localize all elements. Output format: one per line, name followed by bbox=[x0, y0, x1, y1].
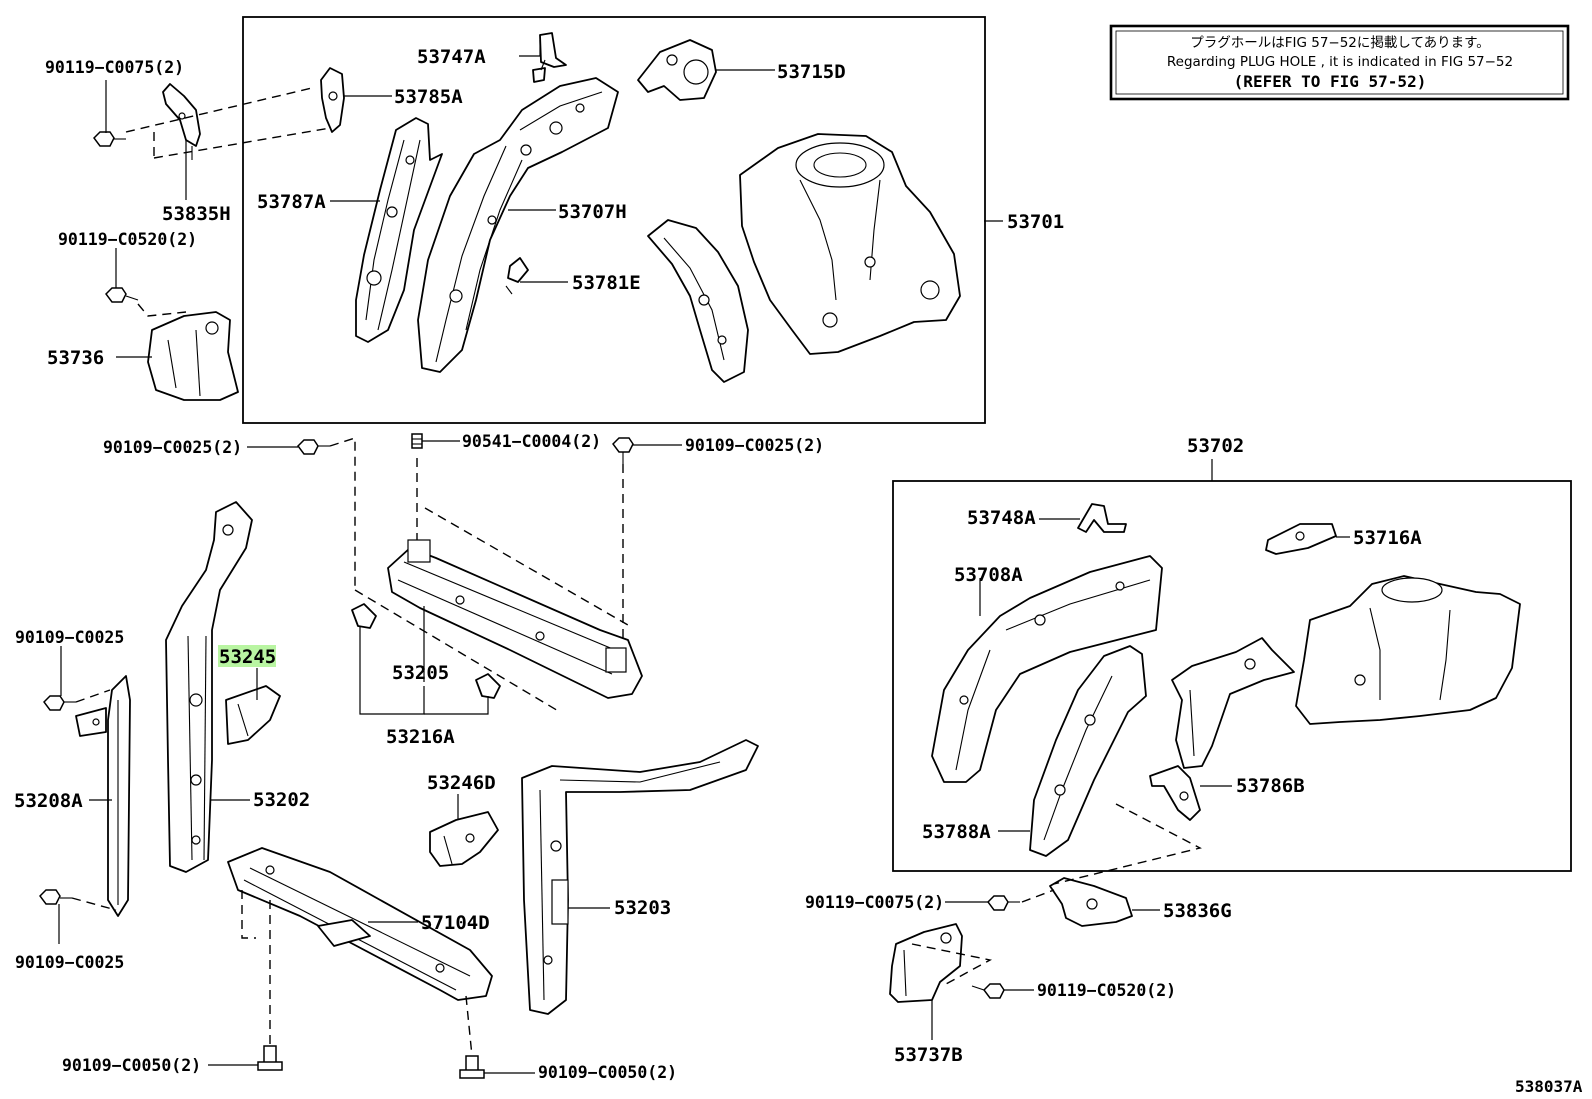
label-53785A[interactable]: 53785A bbox=[394, 86, 463, 108]
label-53246D[interactable]: 53246D bbox=[427, 772, 496, 794]
bolt-90119-C0520-bottom-drawing bbox=[971, 983, 1005, 999]
label-57104D[interactable]: 57104D bbox=[421, 912, 490, 934]
label-53203[interactable]: 53203 bbox=[614, 897, 671, 919]
part-57104D-drawing bbox=[227, 847, 493, 1001]
bolt-90119-C0075-bottom-drawing bbox=[987, 895, 1020, 911]
label-90541-C0004-2[interactable]: 90541−C0004(2) bbox=[462, 432, 601, 451]
part-53748A-drawing bbox=[1077, 503, 1127, 533]
highlight-53245 bbox=[218, 645, 276, 667]
label-90109-C0025-2-left[interactable]: 90109−C0025(2) bbox=[103, 438, 242, 457]
part-53246D-drawing bbox=[429, 811, 499, 867]
assembly-box-53701 bbox=[242, 16, 986, 424]
part-53205-drawing bbox=[387, 539, 643, 699]
wheel-house-drawing bbox=[739, 133, 961, 355]
label-53836G[interactable]: 53836G bbox=[1163, 900, 1232, 922]
part-53208A-drawing bbox=[75, 675, 131, 917]
label-53736[interactable]: 53736 bbox=[47, 347, 104, 369]
label-53707H[interactable]: 53707H bbox=[558, 201, 627, 223]
label-53202[interactable]: 53202 bbox=[253, 789, 310, 811]
leader-lines bbox=[58, 40, 1350, 1074]
label-53702[interactable]: 53702 bbox=[1187, 435, 1244, 457]
label-90119-C0520-2-top[interactable]: 90119−C0520(2) bbox=[58, 230, 197, 249]
part-53708A-drawing bbox=[931, 555, 1163, 783]
label-90119-C0520-2-bottom[interactable]: 90119−C0520(2) bbox=[1037, 981, 1176, 1000]
part-53747A-drawing bbox=[532, 32, 567, 83]
label-53216A[interactable]: 53216A bbox=[386, 726, 455, 748]
bolt-90119-C0075-top-drawing bbox=[93, 131, 126, 147]
note-line-3: (REFER TO FIG 57-52) bbox=[1234, 72, 1427, 91]
label-53205[interactable]: 53205 bbox=[392, 662, 449, 684]
bolt-90109-C0050-right-drawing bbox=[459, 1055, 485, 1079]
part-53716A-drawing bbox=[1265, 523, 1337, 555]
part-53203-drawing bbox=[521, 739, 759, 1015]
label-53737B[interactable]: 53737B bbox=[894, 1044, 963, 1066]
dashed-assembly-lines bbox=[71, 87, 1202, 1057]
part-53202-drawing bbox=[165, 501, 253, 873]
assembly-box-53702 bbox=[892, 480, 1572, 872]
part-53785A-drawing bbox=[320, 67, 345, 133]
part-53788A-drawing bbox=[1029, 645, 1147, 857]
part-53216A-right-drawing bbox=[475, 673, 501, 699]
bolt-90119-C0520-top-drawing bbox=[105, 287, 139, 303]
part-53786B-drawing bbox=[1149, 765, 1201, 821]
label-90119-C0075-2-top[interactable]: 90119−C0075(2) bbox=[45, 58, 184, 77]
reference-note: プラグホールはFIG 57−52に掲載してあります。 Regarding PLU… bbox=[1109, 24, 1570, 101]
note-line-2: Regarding PLUG HOLE , it is indicated in… bbox=[1167, 54, 1513, 70]
label-90119-C0075-2-bottom[interactable]: 90119−C0075(2) bbox=[805, 893, 944, 912]
bolt-90109-C0025-lower-drawing bbox=[39, 889, 72, 905]
label-53781E[interactable]: 53781E bbox=[572, 272, 641, 294]
label-53708A[interactable]: 53708A bbox=[954, 564, 1023, 586]
part-53737B-drawing bbox=[889, 923, 963, 1003]
label-53747A[interactable]: 53747A bbox=[417, 46, 486, 68]
part-53216A-left-drawing bbox=[351, 603, 377, 629]
part-53835H-drawing bbox=[162, 83, 201, 160]
inner-bracket-drawing bbox=[647, 219, 749, 383]
part-53781E-drawing bbox=[505, 257, 529, 295]
part-labels: 53747A 53715D 53785A 53787A 53707H 53701… bbox=[14, 46, 1583, 1096]
bolt-90109-C0025-left-drawing bbox=[297, 439, 330, 455]
part-53736-drawing bbox=[147, 311, 239, 401]
note-line-1: プラグホールはFIG 57−52に掲載してあります。 bbox=[1190, 35, 1490, 51]
label-90109-C0025-upper[interactable]: 90109−C0025 bbox=[15, 628, 124, 647]
bolt-90541-C0004-drawing bbox=[411, 433, 423, 449]
figure-id: 538037A bbox=[1515, 1077, 1583, 1096]
part-53707H-drawing bbox=[417, 77, 619, 373]
inner-bracket-right-drawing bbox=[1171, 637, 1295, 769]
label-53786B[interactable]: 53786B bbox=[1236, 775, 1305, 797]
label-53245[interactable]: 53245 bbox=[219, 646, 276, 668]
label-53208A[interactable]: 53208A bbox=[14, 790, 83, 812]
part-53787A-drawing bbox=[355, 117, 443, 343]
label-53835H[interactable]: 53835H bbox=[162, 203, 231, 225]
label-53788A[interactable]: 53788A bbox=[922, 821, 991, 843]
label-53715D[interactable]: 53715D bbox=[777, 61, 846, 83]
part-53836G-drawing bbox=[1049, 877, 1133, 927]
label-90109-C0025-2-right[interactable]: 90109−C0025(2) bbox=[685, 436, 824, 455]
label-90109-C0025-lower[interactable]: 90109−C0025 bbox=[15, 953, 124, 972]
label-90109-C0050-2-left[interactable]: 90109−C0050(2) bbox=[62, 1056, 201, 1075]
label-53716A[interactable]: 53716A bbox=[1353, 527, 1422, 549]
bolt-90109-C0050-left-drawing bbox=[257, 1045, 283, 1071]
part-53715D-drawing bbox=[637, 39, 717, 101]
label-90109-C0050-2-right[interactable]: 90109−C0050(2) bbox=[538, 1063, 677, 1082]
label-53787A[interactable]: 53787A bbox=[257, 191, 326, 213]
bolt-90109-C0025-right-drawing bbox=[612, 437, 634, 464]
label-53701[interactable]: 53701 bbox=[1007, 211, 1064, 233]
bolt-90109-C0025-upper-drawing bbox=[43, 695, 76, 711]
part-53245-drawing bbox=[225, 685, 281, 745]
label-53748A[interactable]: 53748A bbox=[967, 507, 1036, 529]
wheel-house-right-drawing bbox=[1295, 575, 1521, 725]
